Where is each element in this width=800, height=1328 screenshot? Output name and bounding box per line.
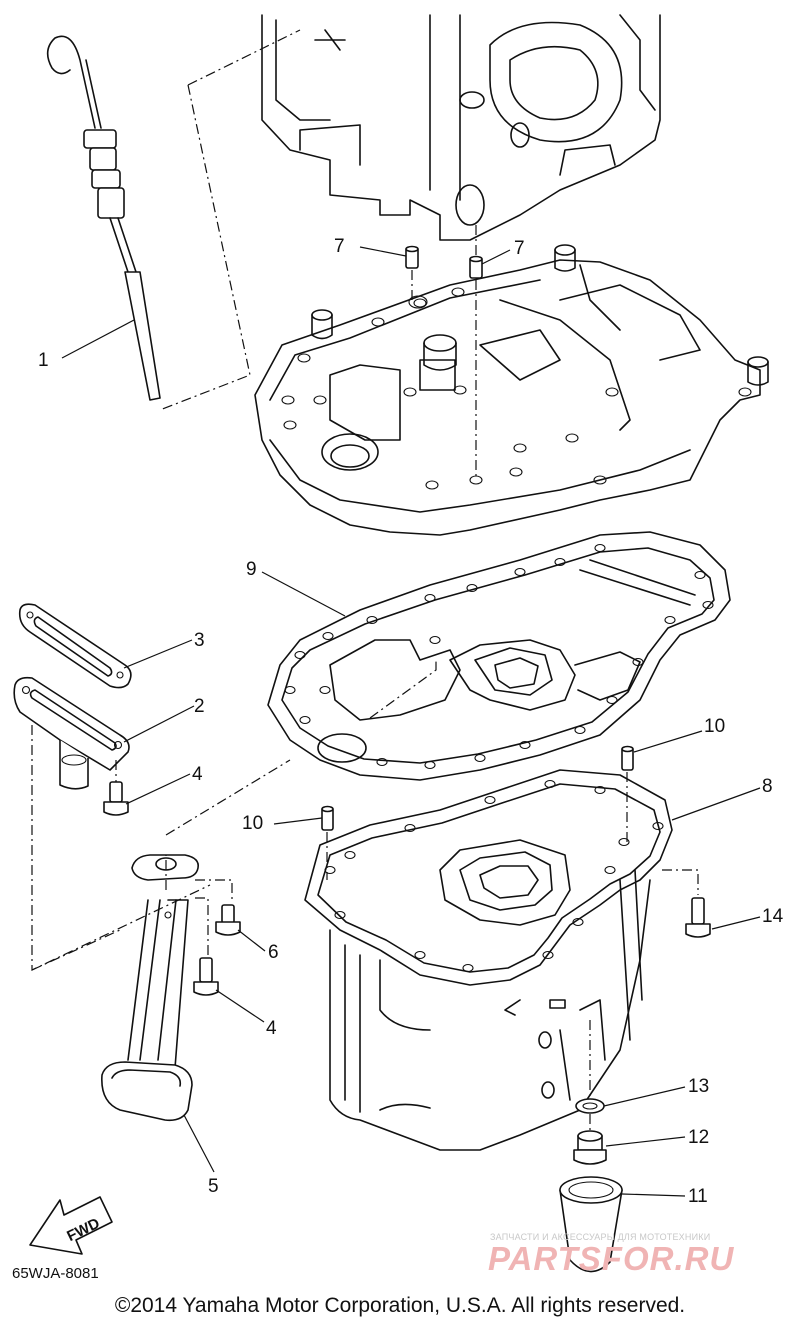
part-9-gasket (267, 531, 731, 781)
gasket-bolt-holes (284, 543, 714, 770)
oil-pan-bolt-holes (324, 779, 664, 973)
callout-10-right: 10 (704, 716, 725, 737)
part-3-strainer-gasket (18, 603, 132, 689)
bolt-part-4-upper (103, 760, 129, 816)
bolt-part-6 (215, 904, 241, 936)
callout-3: 3 (194, 630, 205, 651)
callout-6: 6 (268, 942, 279, 963)
part-8-oil-pan (304, 769, 673, 1151)
part-12-drain-plug (573, 1130, 607, 1165)
callout-10-left: 10 (242, 813, 263, 834)
callout-4-upper: 4 (192, 764, 203, 785)
part-13-gasket-washer (575, 1098, 605, 1114)
part-2-strainer (13, 676, 130, 790)
part-7-dowel-pins (405, 225, 483, 480)
fwd-arrow-icon: FWD (29, 1196, 113, 1255)
callout-2: 2 (194, 696, 205, 717)
diagram-code: 65WJA-8081 (12, 1265, 99, 1282)
part-10-dowel-pins (321, 745, 634, 880)
part-11-cap (559, 1176, 623, 1273)
callout-1: 1 (38, 350, 49, 371)
bolt-part-4-lower (193, 957, 219, 996)
callout-7-left: 7 (334, 236, 345, 257)
casing-bolt-holes (281, 287, 752, 490)
bolt-part-14 (685, 897, 711, 938)
callout-7-right: 7 (514, 238, 525, 259)
callout-4-lower: 4 (266, 1018, 277, 1039)
callout-14: 14 (762, 906, 784, 927)
callout-13: 13 (688, 1076, 709, 1097)
callout-5: 5 (208, 1176, 219, 1197)
leader-lines (61, 246, 761, 1197)
callout-numbers: 1 7 7 9 3 2 4 10 8 10 14 6 4 13 12 5 11 (38, 236, 784, 1207)
part-1-dipstick (46, 35, 161, 401)
callout-9: 9 (246, 559, 257, 580)
watermark-brand: PARTSFOR.RU (488, 1240, 735, 1277)
callout-12: 12 (688, 1127, 709, 1148)
watermark-tagline: ЗАПЧАСТИ И АКСЕССУАРЫ ДЛЯ МОТОТЕХНИКИ (490, 1232, 711, 1242)
part-5-oil-strainer-pipe (101, 854, 200, 1122)
callout-11: 11 (688, 1186, 708, 1207)
upper-casing (254, 244, 769, 536)
copyright-notice: ©2014 Yamaha Motor Corporation, U.S.A. A… (114, 1294, 686, 1317)
callout-8: 8 (762, 776, 773, 797)
engine-block (261, 14, 661, 241)
